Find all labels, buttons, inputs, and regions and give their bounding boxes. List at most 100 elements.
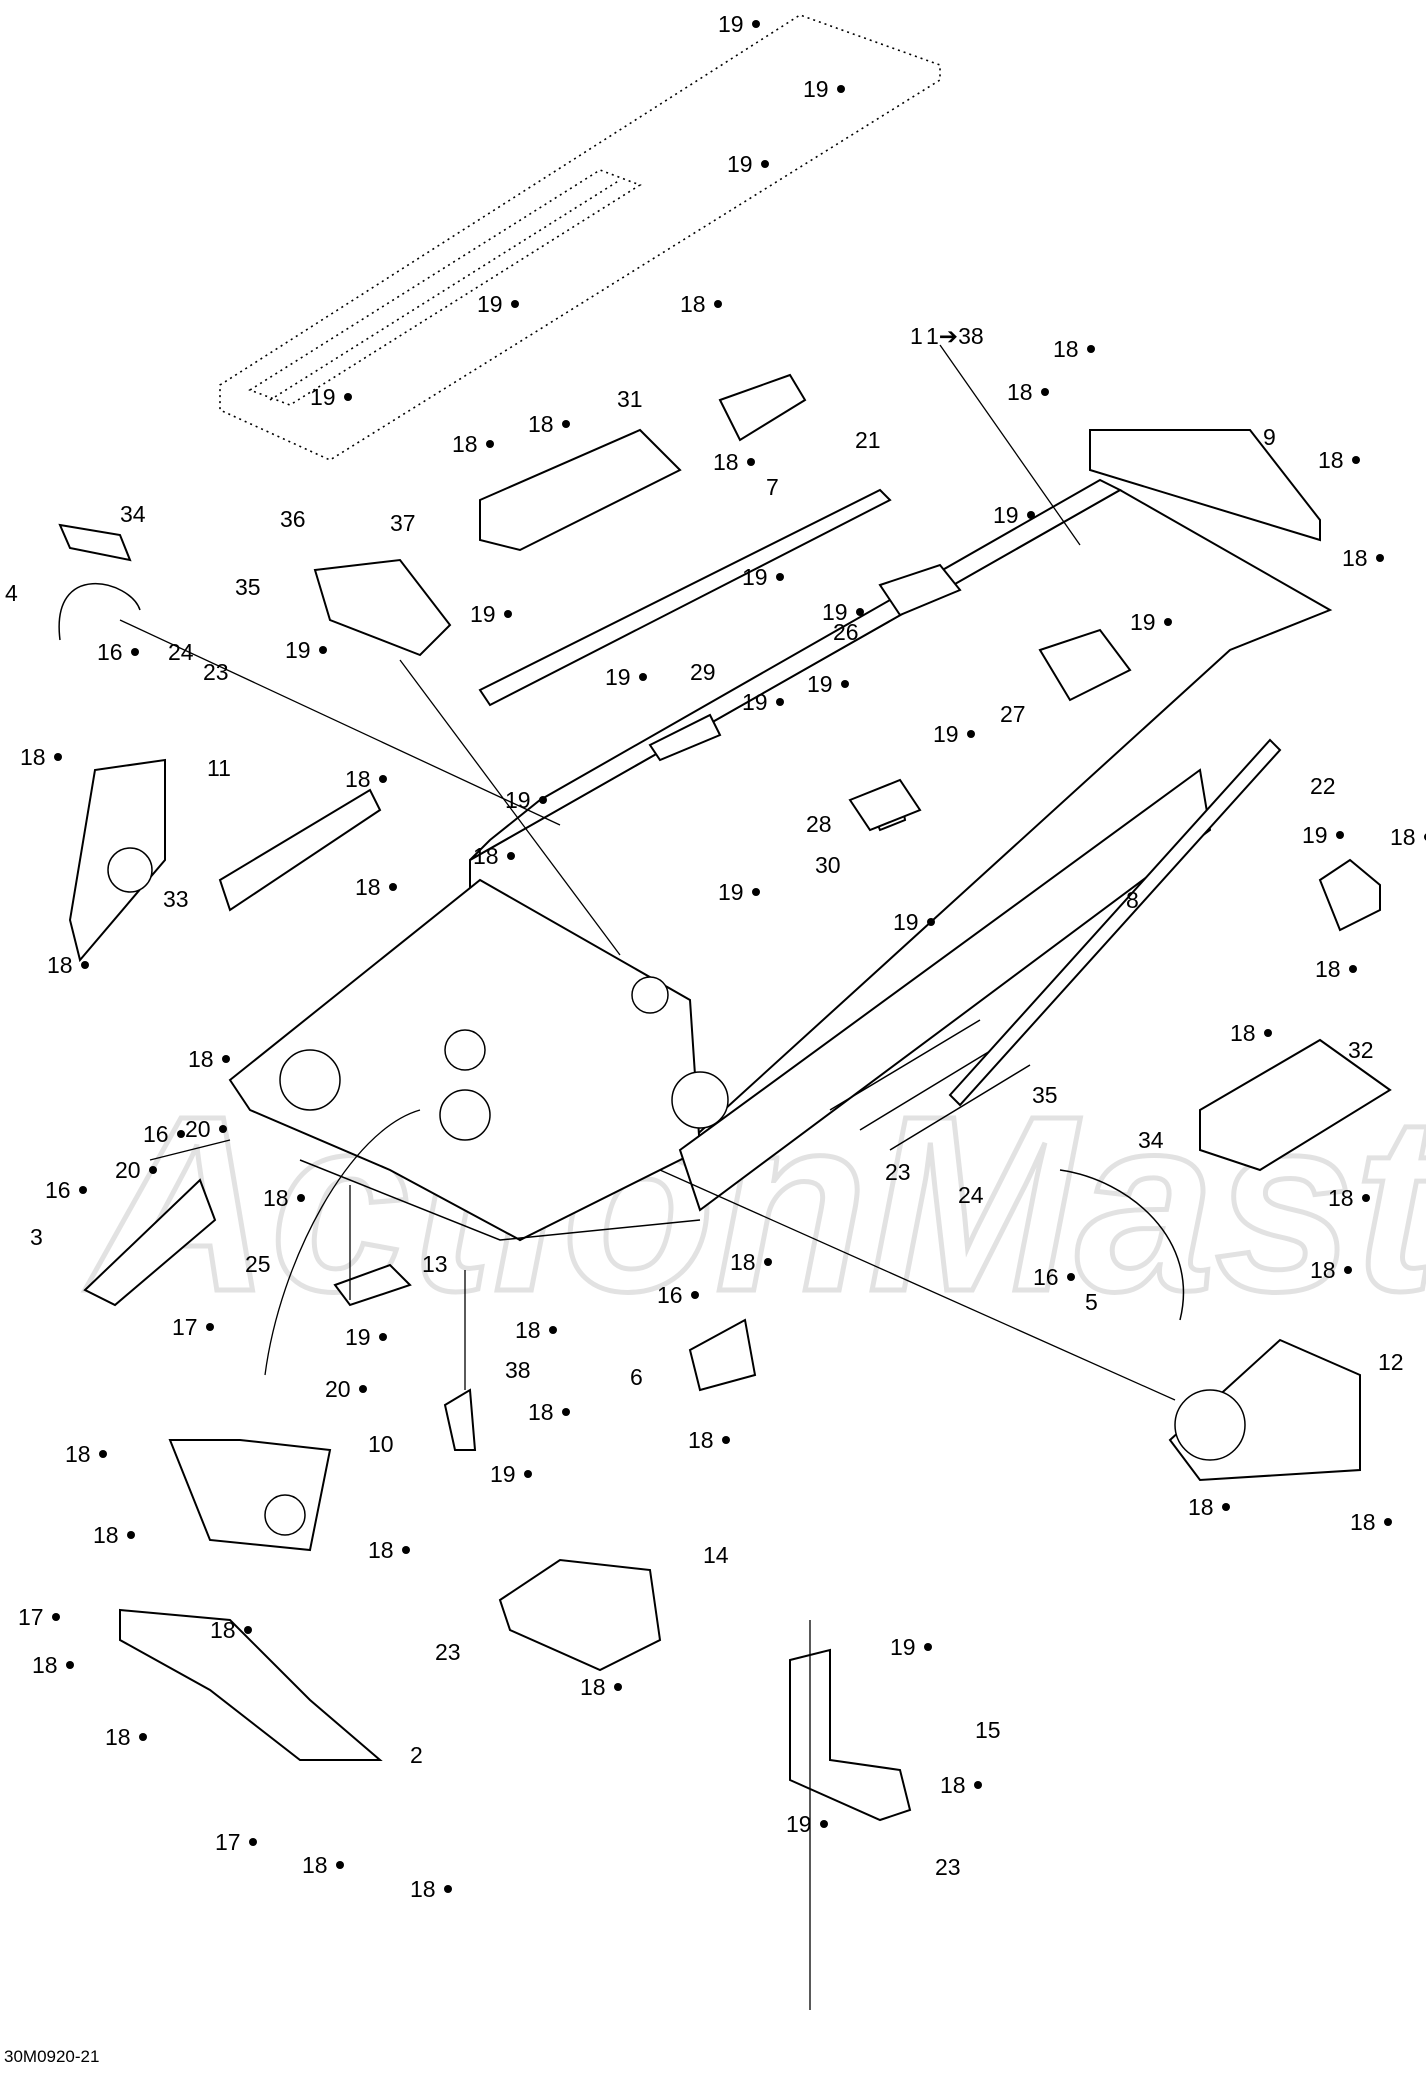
fastener-16 [131, 648, 139, 656]
callout-5: 5 [1085, 1289, 1098, 1315]
part-4-grab-bar [58, 583, 141, 641]
part-36-bracket [313, 558, 452, 657]
callout-19: 19 [786, 1811, 812, 1837]
part-10-bracket [168, 1439, 332, 1552]
part-8-bracket [1318, 858, 1381, 932]
callout-16: 16 [45, 1177, 71, 1203]
callout-19: 19 [718, 879, 744, 905]
callout-19: 19 [490, 1461, 516, 1487]
fastener-18 [1362, 1194, 1370, 1202]
callout-18: 18 [713, 449, 739, 475]
callout-32: 32 [1348, 1037, 1374, 1063]
fastener-19 [927, 918, 935, 926]
fastener-18 [1087, 345, 1095, 353]
callout-6: 6 [630, 1364, 643, 1390]
fastener-18 [486, 440, 494, 448]
callout-18: 18 [410, 1876, 436, 1902]
part-31-bracket [479, 428, 682, 552]
fastener-17 [52, 1613, 60, 1621]
callout-18: 18 [188, 1046, 214, 1072]
fastener-18 [614, 1683, 622, 1691]
callout-19: 19 [470, 601, 496, 627]
fastener-19 [1164, 618, 1172, 626]
callout-10: 10 [368, 1431, 394, 1457]
callout-19: 19 [1302, 822, 1328, 848]
fastener-18 [722, 1436, 730, 1444]
callout-19: 19 [993, 502, 1019, 528]
callout-19: 19 [285, 637, 311, 663]
callout-18: 18 [730, 1249, 756, 1275]
part-34-handle [58, 523, 132, 562]
fastener-18 [297, 1194, 305, 1202]
callout-34: 34 [120, 501, 146, 527]
callout-21: 21 [855, 427, 881, 453]
callout-18: 18 [105, 1724, 131, 1750]
callout-19: 19 [345, 1324, 371, 1350]
callout-18: 18 [940, 1772, 966, 1798]
fastener-16 [177, 1130, 185, 1138]
part-6-bracket [688, 1318, 757, 1392]
part-15-step [789, 1648, 912, 1822]
callout-13: 13 [422, 1251, 448, 1277]
callout-12: 12 [1378, 1349, 1404, 1375]
callout-18: 18 [680, 291, 706, 317]
fastener-19 [639, 673, 647, 681]
fastener-18 [1264, 1029, 1272, 1037]
fastener-18 [562, 1408, 570, 1416]
callout-18: 18 [1342, 545, 1368, 571]
callout-18: 18 [580, 1674, 606, 1700]
fastener-18 [54, 753, 62, 761]
fastener-18 [714, 300, 722, 308]
callout-18: 18 [1310, 1257, 1336, 1283]
fastener-18 [81, 961, 89, 969]
callout-18: 18 [210, 1617, 236, 1643]
fastener-19 [319, 646, 327, 654]
fastener-18 [507, 852, 515, 860]
callout-28: 28 [806, 811, 832, 837]
fastener-19 [856, 608, 864, 616]
callout-15: 15 [975, 1717, 1001, 1743]
callout-18: 18 [65, 1441, 91, 1467]
callout-18: 18 [452, 431, 478, 457]
callout-38: 38 [505, 1357, 531, 1383]
callout-19: 19 [822, 599, 848, 625]
fastener-19 [841, 680, 849, 688]
callout-19: 19 [505, 787, 531, 813]
callout-24: 24 [168, 639, 194, 665]
fastener-18 [127, 1531, 135, 1539]
callout-11: 11 [207, 755, 231, 781]
callout-20: 20 [185, 1116, 211, 1142]
callout-19: 19 [477, 291, 503, 317]
part-29-bracket [648, 713, 722, 762]
fastener-18 [444, 1885, 452, 1893]
callout-18: 18 [528, 1399, 554, 1425]
callout-18: 18 [263, 1185, 289, 1211]
callout-23: 23 [435, 1639, 461, 1665]
callout-33: 33 [163, 886, 189, 912]
fastener-19 [539, 796, 547, 804]
tunnel-top-panel [219, 14, 941, 461]
callout-19: 19 [310, 384, 336, 410]
fastener-18 [389, 883, 397, 891]
callout-18: 18 [688, 1427, 714, 1453]
fastener-19 [379, 1333, 387, 1341]
callout-19: 19 [807, 671, 833, 697]
callout-19: 19 [893, 909, 919, 935]
callout-18: 18 [1007, 379, 1033, 405]
callout-16: 16 [657, 1282, 683, 1308]
part-32-bracket [1199, 1038, 1392, 1172]
fastener-19 [511, 300, 519, 308]
callout-18: 18 [528, 411, 554, 437]
fastener-19 [761, 160, 769, 168]
drawing-code: 30M0920-21 [4, 2047, 99, 2066]
callout-23: 23 [935, 1854, 961, 1880]
range-label: 1➔38 [926, 323, 984, 349]
callout-22: 22 [1310, 773, 1336, 799]
fastener-19 [924, 1643, 932, 1651]
fastener-18 [1344, 1266, 1352, 1274]
callout-26: 26 [833, 619, 859, 645]
callout-19: 19 [890, 1634, 916, 1660]
part-5-grab-bar [1059, 1169, 1185, 1321]
fastener-18 [66, 1661, 74, 1669]
callout-19: 19 [742, 564, 768, 590]
